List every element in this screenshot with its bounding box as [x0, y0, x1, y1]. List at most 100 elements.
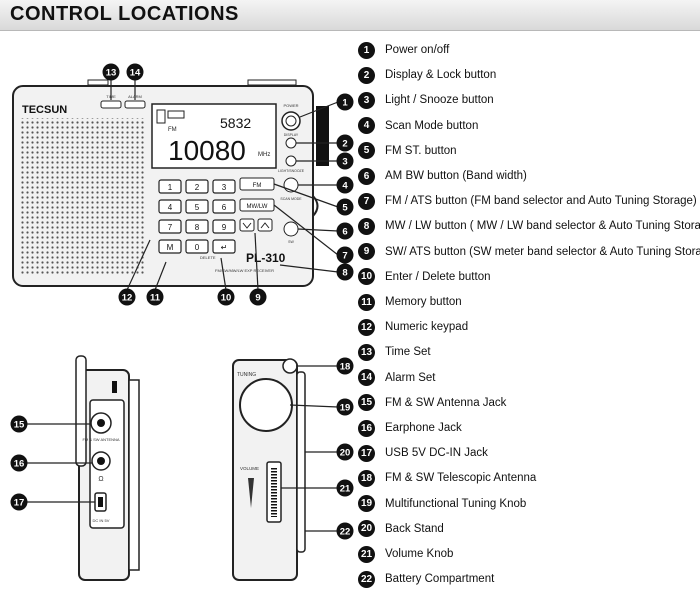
display-band: FM — [168, 127, 177, 133]
light-snooze-button[interactable] — [285, 155, 297, 167]
legend-text: Time Set — [385, 346, 431, 359]
keypad-key-label: ↵ — [221, 243, 228, 252]
legend-text: Alarm Set — [385, 371, 436, 384]
keypad-key-label: 6 — [222, 203, 227, 212]
callout-number-3: 3 — [342, 157, 347, 168]
legend-number: 2 — [358, 66, 375, 84]
callout-number-14: 14 — [130, 68, 141, 79]
legend-number: 20 — [358, 520, 375, 538]
callout-badge-11 — [146, 288, 164, 306]
callout-number-9: 9 — [255, 293, 260, 304]
legend-number: 21 — [358, 545, 375, 563]
keypad-key-4[interactable] — [158, 199, 182, 214]
legend-text: SW/ ATS button (SW meter band selector &… — [385, 245, 700, 258]
legend-number: 5 — [358, 142, 375, 160]
mwlw-label: MW/LW — [247, 204, 268, 210]
legend-text: Volume Knob — [385, 548, 454, 560]
power-button[interactable] — [281, 111, 301, 131]
callout-number-6: 6 — [342, 227, 347, 238]
dc-in-label: DC IN 5V — [93, 518, 110, 523]
keypad-key-label: M — [167, 243, 174, 252]
legend-text: FM & SW Antenna Jack — [385, 396, 507, 409]
lock-indicator-icon — [167, 110, 185, 119]
legend-number: 13 — [358, 343, 375, 361]
radio-right-side-view: TUNING VOLUME — [232, 358, 306, 581]
legend-text: Multifunctional Tuning Knob — [385, 497, 527, 510]
legend-text: Enter / Delete button — [385, 270, 491, 283]
lcd-display — [151, 103, 277, 169]
callout-badge-10 — [217, 288, 235, 306]
keypad-key-↵[interactable] — [212, 239, 236, 254]
keypad-key-label: 0 — [195, 243, 200, 252]
legend-text: Earphone Jack — [385, 422, 462, 434]
keypad-key-label: 2 — [195, 183, 200, 192]
keypad-key-9[interactable] — [212, 219, 236, 234]
telescopic-antenna-side — [75, 355, 87, 467]
callout-badge-7 — [336, 246, 354, 264]
page-title: CONTROL LOCATIONS — [10, 3, 239, 25]
sw-ats-button[interactable] — [283, 221, 299, 237]
chevron-down-icon — [242, 222, 252, 229]
tune-up-button[interactable] — [257, 218, 273, 232]
power-label: POWER — [283, 103, 298, 108]
callout-number-18: 18 — [340, 362, 351, 373]
callout-badge-22 — [336, 522, 354, 540]
keypad-key-6[interactable] — [212, 199, 236, 214]
back-stand[interactable] — [296, 371, 306, 553]
display-secondary-readout: 5832 — [220, 115, 251, 131]
title-bar: CONTROL LOCATIONS — [0, 0, 700, 31]
legend-number: 12 — [358, 318, 375, 336]
legend-text: Light / Snooze button — [385, 94, 494, 107]
legend-text: Scan Mode button — [385, 119, 479, 132]
legend-item-21: 21 Volume Knob — [358, 544, 453, 564]
callout-badge-1 — [336, 93, 354, 111]
brand-logo: TECSUN — [22, 104, 67, 116]
callout-badge-14 — [126, 63, 144, 81]
antenna-top-left — [87, 79, 109, 86]
keypad-key-M[interactable] — [158, 239, 182, 254]
earphone-jack-hole-icon — [97, 457, 105, 465]
speaker-grille — [20, 118, 146, 274]
legend-item-13: 13 Time Set — [358, 342, 431, 362]
alarm-button[interactable] — [124, 100, 146, 109]
callout-badge-20 — [336, 443, 354, 461]
tuning-knob[interactable] — [239, 378, 293, 432]
power-icon — [285, 115, 297, 127]
callout-number-4: 4 — [342, 181, 348, 192]
antenna-jack-hole-icon — [97, 419, 105, 427]
callout-badge-13 — [102, 63, 120, 81]
display-lock-button[interactable] — [285, 137, 297, 149]
legend-number: 17 — [358, 444, 375, 462]
keypad-key-1[interactable] — [158, 179, 182, 194]
usb-port-icon — [98, 497, 103, 507]
legend-number: 11 — [358, 293, 375, 311]
callout-number-21: 21 — [340, 484, 351, 495]
model-label: PL-310 — [246, 251, 286, 265]
time-button[interactable] — [100, 100, 122, 109]
leader-line — [289, 404, 339, 408]
legend-number: 4 — [358, 117, 375, 135]
legend-text: MW / LW button ( MW / LW band selector &… — [385, 220, 700, 233]
callout-badge-16 — [10, 454, 28, 472]
keypad-key-7[interactable] — [158, 219, 182, 234]
antenna-jack-label: FM & SW ANTENNA — [82, 437, 119, 442]
callout-badge-18 — [336, 357, 354, 375]
callout-number-8: 8 — [342, 268, 347, 279]
keypad-key-0[interactable] — [185, 239, 209, 254]
keypad-key-5[interactable] — [185, 199, 209, 214]
scan-label: SCAN MODE — [280, 197, 302, 201]
legend-number: 8 — [358, 217, 375, 235]
tune-down-button[interactable] — [239, 218, 255, 232]
legend-number: 6 — [358, 167, 375, 185]
keypad-key-3[interactable] — [212, 179, 236, 194]
keypad-key-8[interactable] — [185, 219, 209, 234]
keypad-key-2[interactable] — [185, 179, 209, 194]
